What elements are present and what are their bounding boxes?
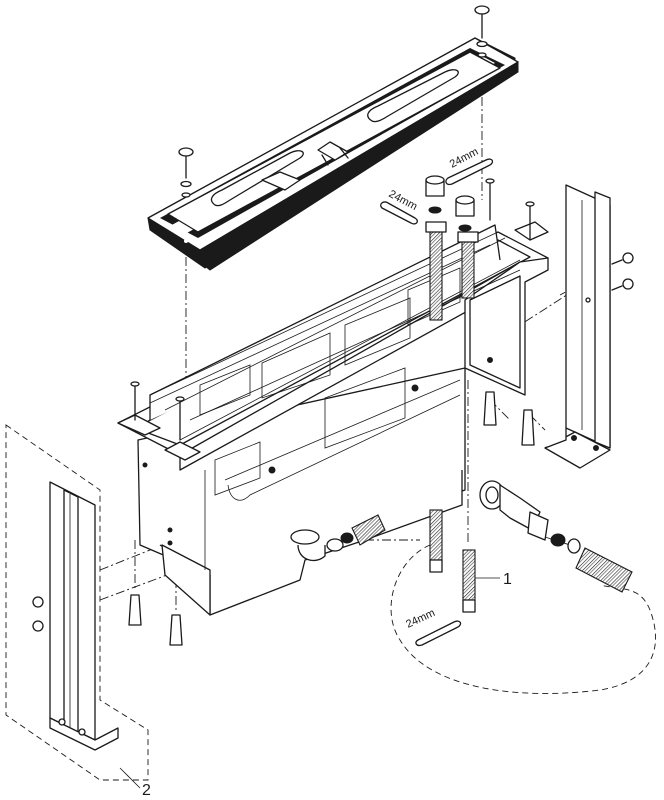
drain-fitting xyxy=(290,514,386,562)
top-fittings xyxy=(425,175,475,232)
top-screw-left xyxy=(178,147,194,198)
callout-1: 1 xyxy=(503,571,512,588)
lower-hoses xyxy=(429,509,476,613)
top-screw-right xyxy=(474,5,490,58)
wrench-bottom: 24mm xyxy=(404,607,462,647)
wall-bracket-outline xyxy=(5,424,149,781)
wrench-bottom-label: 24mm xyxy=(404,607,437,631)
wrench-top: 24mm xyxy=(445,146,494,186)
angle-valve xyxy=(479,480,633,593)
wrench-left: 24mm xyxy=(380,188,419,225)
wall-anchors xyxy=(128,391,535,646)
mounting-housing xyxy=(117,221,549,616)
right-side-bracket xyxy=(544,184,611,469)
supply-group-outline xyxy=(390,544,656,694)
inner-hoses xyxy=(425,221,479,321)
left-bracket-screws xyxy=(32,596,44,632)
cover-plate xyxy=(147,37,519,271)
right-bracket-screws xyxy=(611,252,634,291)
left-side-bracket xyxy=(49,481,119,751)
callout-2: 2 xyxy=(142,782,151,799)
housing-screws xyxy=(130,178,535,441)
